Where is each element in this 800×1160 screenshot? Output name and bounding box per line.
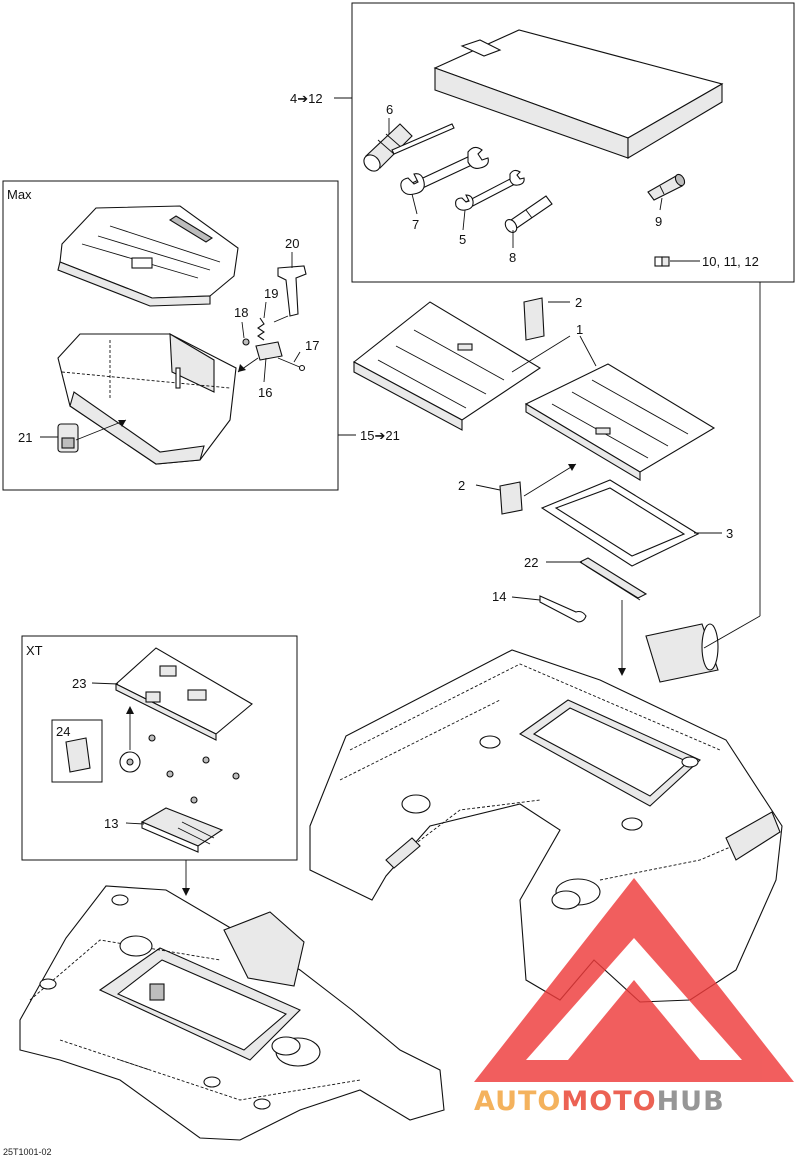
callout-2-upper: 2 — [575, 295, 582, 310]
screw-18 — [242, 338, 250, 346]
svg-text:AUTOMOTOHUB: AUTOMOTOHUB — [474, 1086, 725, 1117]
xt-storage-group: XT — [21, 635, 298, 896]
callout-21: 21 — [18, 430, 32, 445]
leader-5 — [462, 209, 466, 231]
callout-23: 23 — [72, 676, 86, 691]
strap-22 — [578, 557, 648, 601]
fasteners — [119, 734, 240, 804]
callout-4-12: 4➔12 — [290, 91, 323, 106]
spark-plug-socket — [363, 123, 455, 172]
leader-9 — [659, 197, 663, 211]
mounting-plate-23 — [115, 647, 253, 741]
callout-3: 3 — [726, 526, 733, 541]
bracket-20 — [277, 265, 307, 317]
arrow-right-icon — [118, 420, 126, 427]
callout-19: 19 — [264, 286, 278, 301]
tool-kit-frame — [351, 2, 795, 283]
xt-frame — [21, 635, 298, 861]
rack-parts-group: 2 1 2 3 22 14 — [353, 282, 761, 683]
max-storage-group: Max — [2, 180, 400, 491]
spring-19 — [257, 317, 265, 341]
callout-17: 17 — [305, 338, 319, 353]
callout-8: 8 — [509, 250, 516, 265]
clip-24 — [51, 719, 103, 783]
callout-13: 13 — [104, 816, 118, 831]
max-frame — [2, 180, 339, 491]
callout-2-lower: 2 — [458, 478, 465, 493]
callout-6: 6 — [386, 102, 393, 117]
key-wrench-14 — [539, 595, 587, 623]
callout-16: 16 — [258, 385, 272, 400]
callout-10-12: 10, 11, 12 — [702, 254, 759, 269]
max-box-title: Max — [7, 187, 32, 202]
box-socket-wrench — [504, 195, 553, 233]
callout-22: 22 — [524, 555, 538, 570]
tool-roll — [645, 623, 719, 683]
open-wrench-small — [455, 169, 525, 211]
callout-24: 24 — [56, 724, 70, 739]
leader-7 — [411, 193, 418, 215]
clip-2-lower — [499, 481, 523, 515]
callout-7: 7 — [412, 217, 419, 232]
watermark-logo: AUTOMOTOHUB — [474, 878, 794, 1117]
callout-1: 1 — [576, 322, 583, 337]
open-wrench-large — [400, 146, 489, 196]
latch-21 — [57, 423, 79, 453]
fuse-set — [654, 256, 670, 267]
rack-lower — [524, 363, 716, 481]
callout-15-21: 15➔21 — [360, 428, 400, 443]
clip-24-frame — [51, 719, 103, 783]
rack-upper — [353, 301, 542, 431]
rear-fender-max — [309, 649, 783, 1003]
watermark-triangle-icon — [474, 878, 794, 1082]
hinge-16 — [242, 338, 283, 361]
callout-18: 18 — [234, 305, 248, 320]
gasket-3 — [540, 479, 700, 567]
callout-9: 9 — [655, 214, 662, 229]
pin-17 — [277, 357, 303, 369]
tool-bag — [433, 29, 724, 159]
callout-14: 14 — [492, 589, 506, 604]
callout-5: 5 — [459, 232, 466, 247]
watermark-text-auto: AUTO — [474, 1086, 561, 1117]
document-code: 25T1001-02 — [3, 1147, 52, 1157]
max-storage-tub — [57, 333, 237, 465]
module-13 — [140, 807, 224, 853]
rear-fender-xt — [19, 885, 445, 1141]
callout-20: 20 — [285, 236, 299, 251]
watermark-text-hub: HUB — [657, 1086, 725, 1117]
xt-box-title: XT — [26, 643, 43, 658]
clip-2-upper — [523, 297, 545, 341]
fuse-holder — [647, 173, 686, 201]
watermark-text-moto: MOTO — [561, 1086, 656, 1117]
tool-kit-group: 4➔12 6 7 5 8 9 10, 11, 12 — [290, 2, 795, 283]
max-storage-lid — [57, 205, 239, 307]
